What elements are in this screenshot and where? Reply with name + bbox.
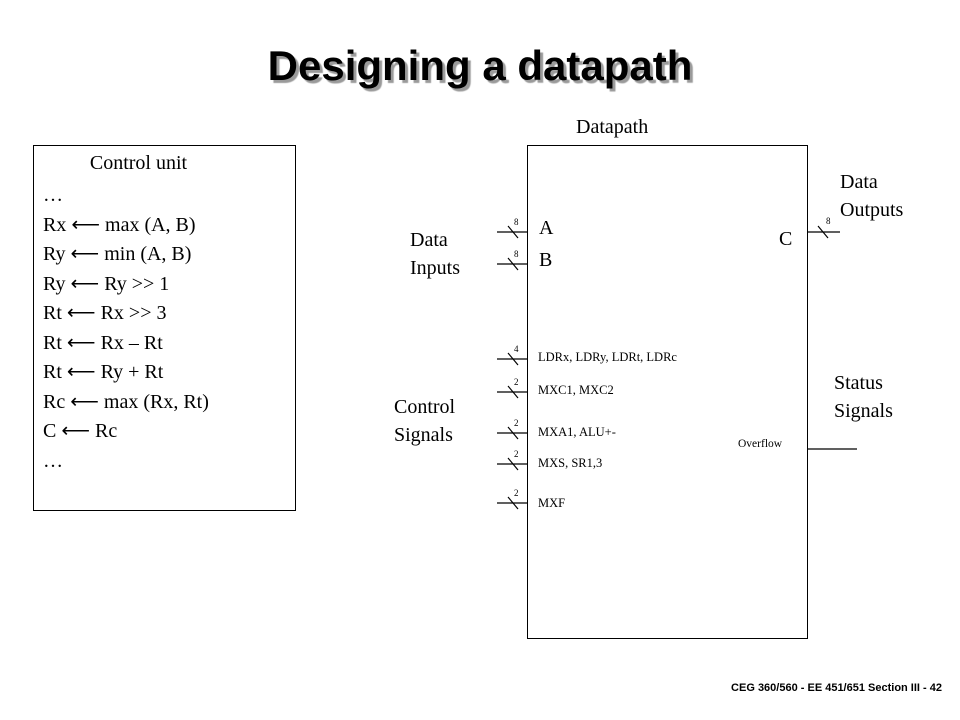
register-a-label: A xyxy=(539,217,554,239)
bus-width-label: 8 xyxy=(826,216,831,226)
bus-width-label: 2 xyxy=(514,377,519,387)
slide-footer: CEG 360/560 - EE 451/651 Section III - 4… xyxy=(731,682,942,694)
code-line: Rt ⟵ Rx – Rt xyxy=(43,331,163,354)
control-unit-title-wrap: Control unit xyxy=(0,152,263,175)
code-line: Rt ⟵ Rx >> 3 xyxy=(43,302,167,324)
bus-slash xyxy=(507,457,519,471)
bus-width-label: 8 xyxy=(514,217,519,227)
code-line: Rc ⟵ max (Rx, Rt) xyxy=(43,390,209,413)
code-line: … xyxy=(43,184,63,206)
control-signal-label: MXC1, MXC2 xyxy=(538,383,614,397)
data-inputs-label: Data Inputs xyxy=(410,226,460,282)
bus-width-label: 2 xyxy=(514,488,519,498)
bus-slash xyxy=(507,496,519,510)
bus-width-label: 4 xyxy=(514,344,519,354)
bus-slash xyxy=(507,257,519,271)
control-unit-box xyxy=(33,145,296,511)
bus-width-label: 8 xyxy=(514,249,519,259)
control-signals-label-line: Signals xyxy=(394,424,453,446)
bus-width-label: 2 xyxy=(514,418,519,428)
control-unit-code: … Rx ⟵ max (A, B) Ry ⟵ min (A, B) Ry ⟵ R… xyxy=(43,181,209,476)
status-signals-label-line: Status xyxy=(834,372,883,394)
bus-width-label: 2 xyxy=(514,449,519,459)
control-signal-label: MXS, SR1,3 xyxy=(538,456,603,470)
bus-slash xyxy=(507,385,519,399)
control-signal-label: MXF xyxy=(538,496,566,510)
status-signals-label-line: Signals xyxy=(834,400,893,422)
code-line: C ⟵ Rc xyxy=(43,420,118,442)
control-signal-label: MXA1, ALU+- xyxy=(538,425,616,439)
register-b-label: B xyxy=(539,249,553,271)
bus-slash xyxy=(507,352,519,366)
data-inputs-label-line: Data xyxy=(410,229,448,251)
code-line: Ry ⟵ Ry >> 1 xyxy=(43,272,170,295)
control-unit-title: Control unit xyxy=(89,152,188,174)
control-signals-label-line: Control xyxy=(394,396,456,418)
register-c-label: C xyxy=(779,228,793,250)
datapath-title: Datapath xyxy=(576,116,649,138)
bus-slash xyxy=(817,225,829,239)
code-line: Ry ⟵ min (A, B) xyxy=(43,243,192,265)
data-outputs-label-line: Outputs xyxy=(840,199,904,221)
code-line: … xyxy=(43,449,63,472)
overflow-label: Overflow xyxy=(738,438,783,450)
datapath-box xyxy=(527,145,808,639)
data-inputs-label-line: Inputs xyxy=(410,257,460,279)
code-line: Rx ⟵ max (A, B) xyxy=(43,213,196,236)
bus-slash xyxy=(507,426,519,440)
control-signals-label: Control Signals xyxy=(394,393,455,449)
slide-title: Designing a datapath xyxy=(267,42,693,89)
control-signal-label: LDRx, LDRy, LDRt, LDRc xyxy=(538,350,677,364)
data-outputs-label-line: Data xyxy=(840,171,878,193)
bus-slash xyxy=(507,225,519,239)
data-outputs-label: Data Outputs xyxy=(840,168,903,224)
status-signals-label: Status Signals xyxy=(834,369,893,425)
code-line: Rt ⟵ Ry + Rt xyxy=(43,361,164,383)
